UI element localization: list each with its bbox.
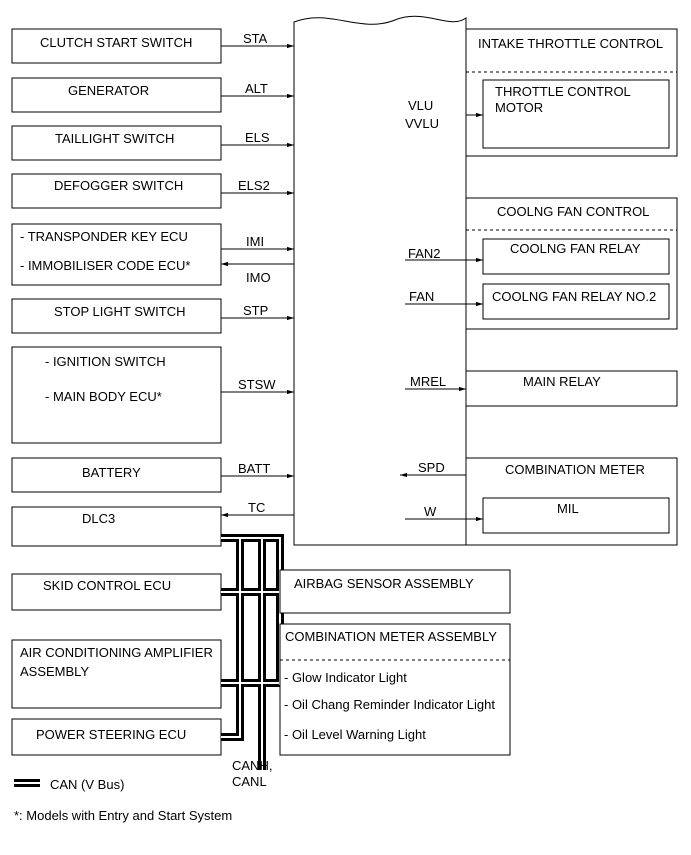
air-conditioning-amplifier-label-line1: AIR CONDITIONING AMPLIFIER xyxy=(20,645,213,660)
dlc3-box xyxy=(11,506,222,547)
air-conditioning-amplifier-box xyxy=(11,639,222,709)
main-body-ecu-label: - MAIN BODY ECU* xyxy=(45,389,162,404)
alt-signal-label: ALT xyxy=(245,81,268,96)
imi-signal-label: IMI xyxy=(246,234,264,249)
dlc3-label: DLC3 xyxy=(82,511,115,526)
intake-throttle-control-label: INTAKE THROTTLE CONTROL xyxy=(478,36,663,51)
els-signal-label: ELS xyxy=(245,130,270,145)
battery-box xyxy=(11,457,222,493)
battery-label: BATTERY xyxy=(82,465,141,480)
air-conditioning-amplifier-label-line2: ASSEMBLY xyxy=(20,664,89,679)
clutch-start-switch-label: CLUTCH START SWITCH xyxy=(40,35,192,50)
footnote: *: Models with Entry and Start System xyxy=(14,808,232,823)
skid-control-ecu-label: SKID CONTROL ECU xyxy=(43,578,171,593)
main-relay-box xyxy=(465,370,678,407)
stop-light-switch-box xyxy=(11,298,222,334)
throttle-control-motor-box xyxy=(482,79,670,149)
tc-signal-label: TC xyxy=(248,500,265,515)
els2-signal-label: ELS2 xyxy=(238,178,270,193)
transponder-key-ecu-label: - TRANSPONDER KEY ECU xyxy=(20,229,188,244)
defogger-switch-label: DEFOGGER SWITCH xyxy=(54,178,183,193)
defogger-switch-box xyxy=(11,173,222,209)
immobiliser-ecu-box xyxy=(11,223,222,286)
canh-label: CANH, xyxy=(232,758,272,773)
skid-control-ecu-box xyxy=(11,573,222,611)
cooling-fan-relay-no2-label: COOLNG FAN RELAY NO.2 xyxy=(492,289,656,304)
stp-signal-label: STP xyxy=(243,303,268,318)
w-signal-label: W xyxy=(424,504,437,519)
cooling-fan-relay-no2-box xyxy=(482,283,670,320)
stsw-signal-label: STSW xyxy=(238,377,276,392)
spd-signal-label: SPD xyxy=(418,460,445,475)
fan2-signal-label: FAN2 xyxy=(408,246,441,261)
imo-signal-label: IMO xyxy=(246,270,271,285)
can-bus xyxy=(221,534,284,770)
vvlu-signal-label: VVLU xyxy=(405,116,439,131)
clutch-start-switch-box xyxy=(11,28,222,64)
oil-level-warning-light-label: - Oil Level Warning Light xyxy=(284,727,426,742)
oil-change-reminder-light-label: - Oil Chang Reminder Indicator Light xyxy=(284,697,495,712)
stop-light-switch-label: STOP LIGHT SWITCH xyxy=(54,304,185,319)
main-relay-label: MAIN RELAY xyxy=(523,374,601,389)
sta-signal-label: STA xyxy=(243,31,268,46)
generator-label: GENERATOR xyxy=(68,83,149,98)
combination-meter-assembly-label: COMBINATION METER ASSEMBLY xyxy=(285,629,497,644)
ignition-switch-label: - IGNITION SWITCH xyxy=(45,354,166,369)
power-steering-ecu-label: POWER STEERING ECU xyxy=(36,727,186,742)
throttle-control-motor-label-line1: THROTTLE CONTROL xyxy=(495,84,631,99)
mrel-signal-label: MREL xyxy=(410,374,446,389)
airbag-sensor-assembly-label: AIRBAG SENSOR ASSEMBLY xyxy=(294,576,474,591)
fan-signal-label: FAN xyxy=(409,289,434,304)
cooling-fan-relay-label: COOLNG FAN RELAY xyxy=(510,241,641,256)
taillight-switch-label: TAILLIGHT SWITCH xyxy=(55,131,174,146)
cooling-fan-relay-box xyxy=(482,238,670,275)
combination-meter-label: COMBINATION METER xyxy=(505,462,645,477)
glow-indicator-light-label: - Glow Indicator Light xyxy=(284,670,407,685)
batt-signal-label: BATT xyxy=(238,461,270,476)
ignition-switch-box xyxy=(11,346,222,444)
generator-box xyxy=(11,77,222,113)
canl-label: CANL xyxy=(232,774,267,789)
ecm-block xyxy=(293,15,467,546)
cooling-fan-control-label: COOLNG FAN CONTROL xyxy=(497,204,649,219)
combination-meter-assembly-box xyxy=(279,623,511,756)
power-steering-ecu-box xyxy=(11,718,222,756)
mil-box xyxy=(482,497,670,534)
immobiliser-code-ecu-label: - IMMOBILISER CODE ECU* xyxy=(20,258,190,273)
throttle-control-motor-label-line2: MOTOR xyxy=(495,100,543,115)
mil-label: MIL xyxy=(557,501,579,516)
vlu-signal-label: VLU xyxy=(408,98,433,113)
airbag-sensor-assembly-box xyxy=(279,569,511,614)
taillight-switch-box xyxy=(11,125,222,161)
can-legend-label: CAN (V Bus) xyxy=(50,777,124,792)
